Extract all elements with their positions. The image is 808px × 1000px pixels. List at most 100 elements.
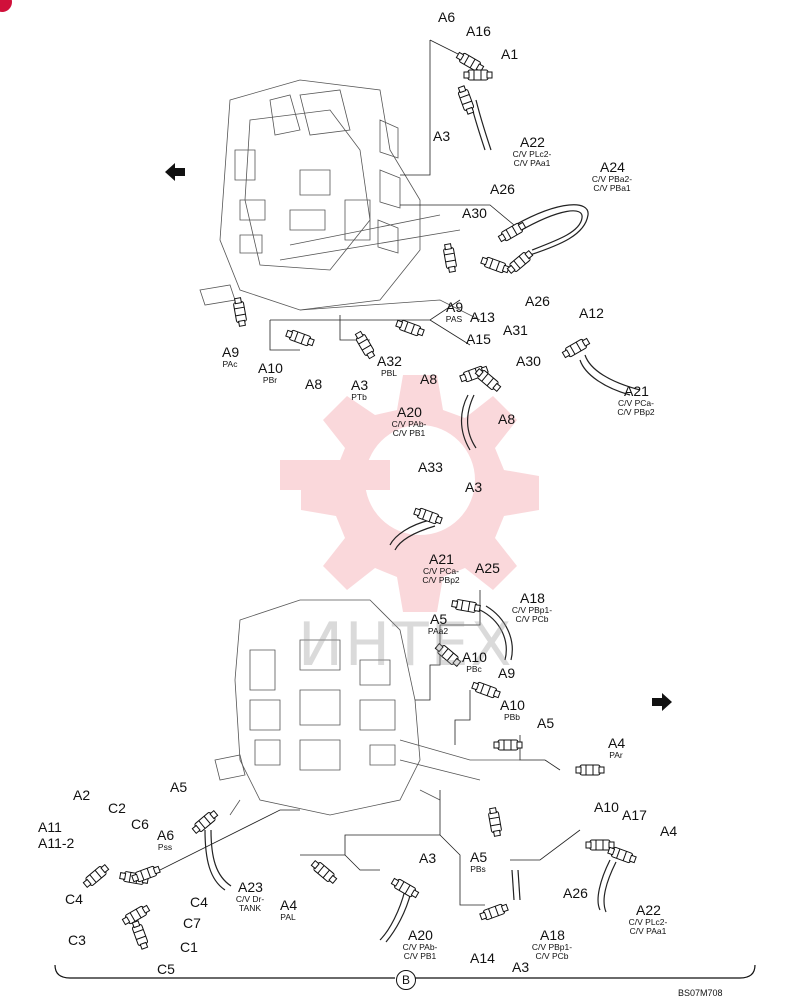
part-label-C3: C3 (68, 932, 86, 948)
fitting-29 (479, 903, 509, 921)
fitting-0 (455, 51, 485, 73)
part-label-A3-top: A3 (433, 128, 451, 144)
fitting-14 (413, 507, 443, 525)
part-sublabel-A22-bot: C/V PLc2- C/V PAa1 (628, 917, 668, 936)
part-label-C7: C7 (183, 915, 201, 931)
part-label-A3-bot: A3 (419, 850, 437, 866)
part-label-A9-pas: A9 (446, 299, 464, 315)
part-label-A5-r: A5 (537, 715, 555, 731)
part-label-A8-b: A8 (420, 371, 438, 387)
fitting-31 (607, 846, 637, 864)
part-label-A10-pbb: A10 (500, 697, 525, 713)
part-label-A9-mid: A9 (498, 665, 516, 681)
part-sublabel-A21-right: C/V PCa- C/V PBp2 (617, 398, 655, 417)
part-label-A23: A23 (238, 879, 263, 895)
part-sublabel-A9-pac: PAc (222, 359, 238, 369)
part-label-A8-a: A8 (305, 376, 323, 392)
part-label-A32: A32 (377, 353, 402, 369)
part-label-A4-par: A4 (608, 735, 626, 751)
fitting-3 (497, 221, 527, 243)
part-sublabel-A18-mid: C/V PBp1- C/V PCb (511, 605, 553, 624)
fitting-24 (121, 904, 151, 926)
direction-arrow-left-icon (165, 163, 185, 181)
part-label-A11-2: A11-2 (38, 835, 75, 851)
part-label-A5-pbs: A5 (470, 849, 488, 865)
part-sublabel-A21-mid: C/V PCa- C/V PBp2 (422, 566, 460, 585)
part-sublabel-A32: PBL (380, 368, 398, 378)
watermark-text: ИНТЕХ (298, 610, 514, 680)
part-label-A4-br: A4 (660, 823, 678, 839)
part-label-A10-pbc: A10 (462, 649, 487, 665)
fitting-7 (233, 297, 247, 327)
fitting-5 (506, 249, 534, 275)
part-sublabel-A6-pss: Pss (157, 842, 173, 852)
part-sublabel-A4-pal: PAL (280, 912, 296, 922)
part-label-A5-paa2: A5 (430, 611, 448, 627)
part-sublabel-A20-mid: C/V PAb- C/V PB1 (391, 419, 427, 438)
fittings (82, 51, 637, 950)
part-label-A14: A14 (470, 950, 495, 966)
part-label-A16: A16 (466, 23, 491, 39)
part-sublabel-A10-pbb: PBb (503, 712, 521, 722)
fitting-25 (131, 920, 149, 950)
part-label-A6-pss: A6 (157, 827, 175, 843)
part-label-A26-top: A26 (490, 181, 515, 197)
part-label-A3-ptb: A3 (351, 377, 369, 393)
part-label-A22-bot: A22 (636, 902, 661, 918)
part-label-A26-mid: A26 (525, 293, 550, 309)
part-sublabel-A18-bot: C/V PBp1- C/V PCb (531, 942, 573, 961)
fitting-19 (575, 764, 605, 776)
part-sublabel-A5-pbs: PBs (470, 864, 486, 874)
drawing-code: BS07M708 (678, 988, 723, 998)
fitting-15 (451, 599, 481, 613)
part-label-A10-pbr: A10 (258, 360, 283, 376)
part-label-A30-mid: A30 (516, 353, 541, 369)
part-label-A3-mid: A3 (465, 479, 483, 495)
part-sublabel-A9-pas: PAS (445, 314, 463, 324)
corner-marker (0, 0, 12, 12)
part-label-C4-l: C4 (65, 891, 83, 907)
part-label-A9-pac: A9 (222, 344, 240, 360)
part-label-A17: A17 (622, 807, 647, 823)
part-sublabel-A24: C/V PBa2- C/V PBa1 (591, 174, 633, 193)
part-label-A13: A13 (470, 309, 495, 325)
fitting-6 (443, 243, 457, 273)
part-sublabel-A20-bot: C/V PAb- C/V PB1 (402, 942, 438, 961)
part-sublabel-A3-ptb: PTb (351, 392, 367, 402)
part-label-A12: A12 (579, 305, 604, 321)
part-label-A10-br: A10 (594, 799, 619, 815)
watermark-gear-icon (280, 375, 539, 612)
part-label-A26-bot: A26 (563, 885, 588, 901)
control-valve-upper (199, 79, 481, 321)
part-sublabel-A23: C/V Dr- TANK (235, 894, 265, 913)
part-label-A18-mid: A18 (520, 590, 545, 606)
fitting-27 (390, 877, 420, 899)
fitting-28 (488, 807, 502, 837)
fitting-11 (561, 337, 591, 359)
part-sublabel-A10-pbc: PBc (466, 664, 482, 674)
fitting-8 (285, 329, 315, 347)
part-label-A8-c: A8 (498, 411, 516, 427)
fitting-9 (354, 330, 376, 360)
fitting-1 (463, 69, 493, 81)
fitting-21 (82, 863, 110, 889)
part-label-C2: C2 (108, 800, 126, 816)
fitting-20 (191, 809, 219, 835)
part-sublabel-A5-paa2: PAa2 (427, 626, 449, 636)
section-bracket (54, 964, 756, 979)
part-label-A2: A2 (73, 787, 91, 803)
control-valve-lower (214, 599, 520, 816)
part-label-A25: A25 (475, 560, 500, 576)
part-sublabel-A10-pbr: PBr (262, 375, 278, 385)
part-label-A20-mid: A20 (397, 404, 422, 420)
part-label-A30-top: A30 (462, 205, 487, 221)
fitting-17 (471, 681, 501, 699)
fitting-4 (480, 256, 510, 274)
part-label-A1-top: A1 (501, 46, 519, 62)
part-label-A20-bot: A20 (408, 927, 433, 943)
part-label-A21-mid: A21 (429, 551, 454, 567)
section-mark: B (396, 970, 416, 990)
part-label-A4-pal: A4 (280, 897, 298, 913)
